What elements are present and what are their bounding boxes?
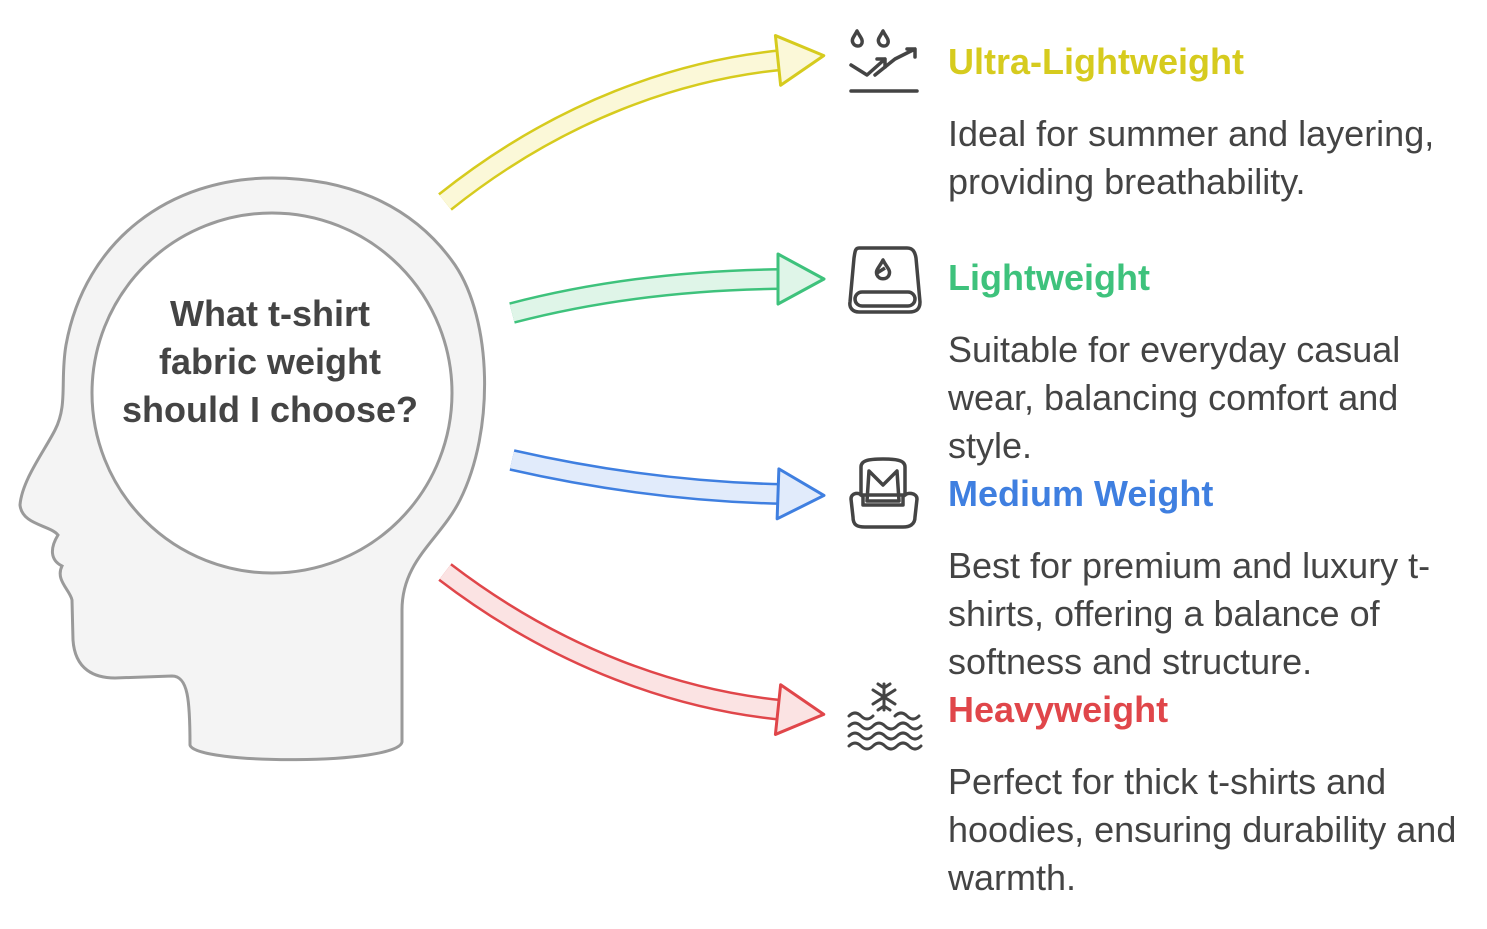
option-description-heavyweight: Perfect for thick t-shirts and hoodies, …: [948, 761, 1457, 898]
water-drops-trend-icon: [849, 29, 919, 93]
option-description-medium-weight: Best for premium and luxury t-shirts, of…: [948, 545, 1431, 682]
central-question: What t-shirt fabric weight should I choo…: [121, 293, 418, 430]
arrow-ultra-lightweight: [438, 34, 826, 211]
option-description-ultra-lightweight: Ideal for summer and layering, providing…: [948, 113, 1435, 202]
thought-circle: [90, 211, 454, 575]
arrow-heavyweight: [438, 563, 826, 736]
option-title-ultra-lightweight: Ultra-Lightweight: [948, 41, 1244, 82]
snowflake-waves-icon: [847, 682, 923, 751]
fabric-roll-drop-icon: [848, 246, 922, 314]
armchair-icon: [849, 457, 919, 529]
option-title-lightweight: Lightweight: [948, 257, 1150, 298]
arrow-lightweight: [509, 252, 826, 324]
arrow-medium-weight: [509, 449, 826, 521]
option-title-heavyweight: Heavyweight: [948, 689, 1169, 730]
option-title-medium-weight: Medium Weight: [948, 473, 1214, 514]
option-description-lightweight: Suitable for everyday casual wear, balan…: [948, 329, 1401, 466]
